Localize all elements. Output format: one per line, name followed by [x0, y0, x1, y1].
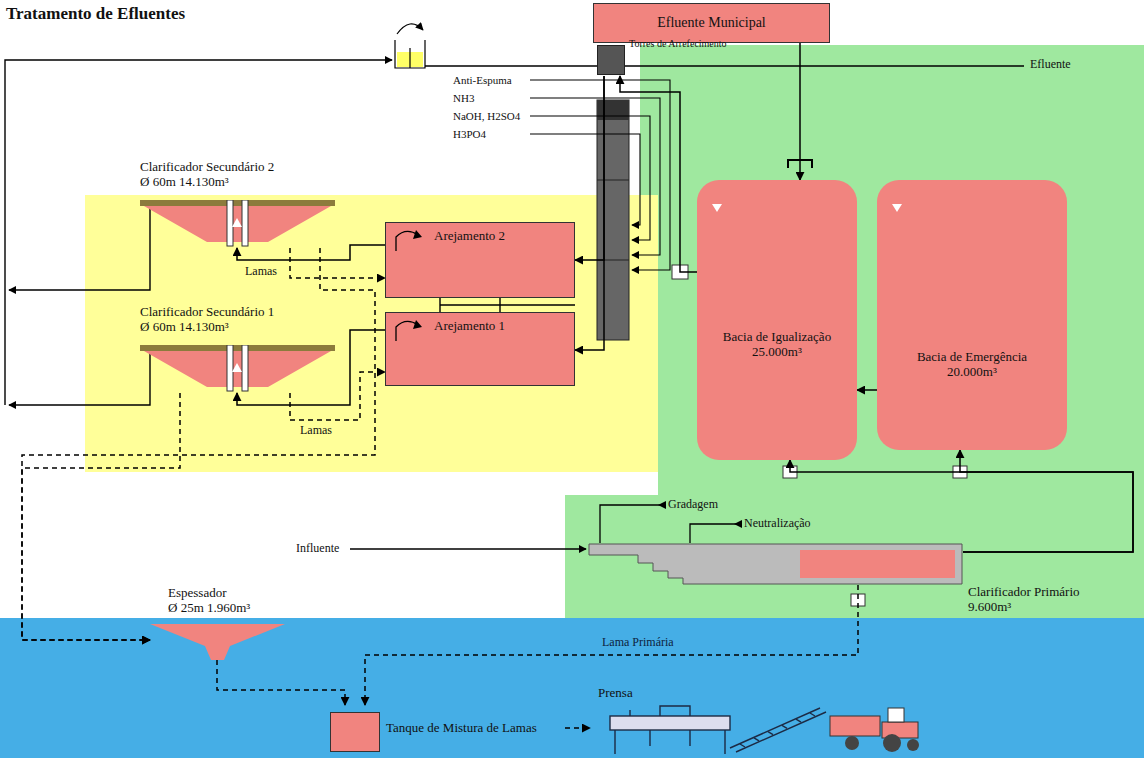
- text-group: Clarificador Primário9.600m³: [968, 585, 1080, 615]
- aer-node: Arejamento 2: [385, 222, 575, 298]
- text-group: Arejamento 2: [434, 229, 505, 244]
- blue-zone: [0, 618, 1144, 758]
- mixing-tank-symbol: [330, 712, 380, 752]
- node-title: Clarificador Primário: [968, 585, 1080, 600]
- flow-pipe: [960, 450, 1133, 552]
- aeration-divider: [440, 298, 575, 312]
- clarifier-tank: [140, 345, 335, 393]
- basin-node: Bacia de Igualização25.000m³: [697, 180, 857, 460]
- flow-pipe: [799, 43, 801, 180]
- tank-node: Tanque de Mistura de Lamas: [330, 705, 565, 753]
- flow-label: NH3: [453, 92, 474, 105]
- flow-arrow-symbol: [877, 180, 917, 220]
- node-title: Clarificador Secundário 2: [140, 160, 274, 175]
- text-group: Tanque de Mistura de Lamas: [386, 721, 537, 736]
- flow-label: Efluente: [1030, 58, 1071, 72]
- flow-pipe: [790, 460, 1133, 552]
- node-title: Arejamento 1: [434, 319, 505, 334]
- primary-clarifier-tank: [588, 543, 963, 585]
- flow-arrow-symbol: [697, 180, 737, 220]
- sludge-line: [565, 727, 590, 729]
- inlet-lines: [350, 505, 738, 549]
- sludge-line: [217, 660, 345, 705]
- flow-label: H3PO4: [453, 128, 486, 141]
- node-title: Prensa: [598, 686, 633, 701]
- node-title: Bacia de Emergência: [917, 350, 1027, 365]
- thickener-tank: [150, 624, 285, 660]
- aerator-symbol: [392, 317, 428, 343]
- clar-node: Clarificador Secundário 1Ø 60m 14.130m³: [140, 305, 335, 393]
- edge-label: Lamas: [243, 265, 279, 279]
- text-group: Prensa: [598, 686, 633, 701]
- flow-label: NaOH, H2SO4: [453, 110, 520, 123]
- diagram-title: Tratamento de Efluentes: [6, 4, 185, 24]
- text-group: Bacia de Emergência20.000m³: [877, 350, 1067, 380]
- edge-label: Lamas: [298, 424, 334, 438]
- flow-pipe: [575, 76, 604, 260]
- node-title: Bacia de Igualização: [723, 330, 831, 345]
- edge-label: Lama Primária: [600, 636, 676, 650]
- clar-node: Clarificador Secundário 2Ø 60m 14.130m³: [140, 160, 335, 248]
- box-node: Efluente Municipal: [593, 3, 830, 43]
- clarifier-tank: [140, 200, 335, 248]
- aer-node: Arejamento 1: [385, 312, 575, 386]
- cooling-tower-symbol: [597, 45, 625, 75]
- text-group: Arejamento 1: [434, 319, 505, 334]
- node-title: Clarificador Secundário 1: [140, 305, 274, 320]
- sludge-line: [22, 393, 180, 640]
- flow-pipe: [575, 76, 604, 350]
- node-detail: 20.000m³: [947, 365, 997, 380]
- flow-label: Anti-Espuma: [453, 74, 512, 87]
- node-detail: 25.000m³: [752, 345, 802, 360]
- basin-node: Bacia de Emergência20.000m³: [877, 180, 1067, 450]
- mixing-column: [597, 100, 629, 340]
- primary-node: Clarificador Primário9.600m³: [588, 543, 963, 585]
- node-title: Efluente Municipal: [657, 15, 765, 31]
- node-detail: 9.600m³: [968, 600, 1011, 615]
- sludge-line: [22, 248, 375, 640]
- text-group: EspessadorØ 25m 1.960m³: [168, 586, 250, 616]
- text-group: Torres de Arrefecimento: [629, 38, 727, 50]
- effluent-pipes: [5, 60, 1024, 405]
- yellow-zone: [85, 195, 658, 472]
- node-title: Torres de Arrefecimento: [629, 38, 727, 50]
- press-node: Prensa: [590, 686, 930, 756]
- flow-pipe: [620, 76, 697, 272]
- node-detail: Ø 60m 14.130m³: [140, 175, 229, 190]
- sludge-line: [365, 585, 858, 705]
- node-title: Espessador: [168, 586, 227, 601]
- sludge-line: [290, 248, 385, 278]
- aerator-symbol: [392, 227, 428, 253]
- text-group: Bacia de Igualização25.000m³: [697, 330, 857, 360]
- text-group: Clarificador Secundário 2Ø 60m 14.130m³: [140, 160, 274, 190]
- filter-press-drawing: [590, 686, 930, 756]
- flow-label: Neutralização: [744, 517, 811, 531]
- tower-node: Torres de Arrefecimento: [597, 38, 747, 76]
- text-group: Clarificador Secundário 1Ø 60m 14.130m³: [140, 305, 274, 335]
- node-title: Tanque de Mistura de Lamas: [386, 721, 537, 736]
- weir-symbol: [395, 24, 425, 68]
- flow-pipe: [857, 389, 877, 391]
- node-title: Arejamento 2: [434, 229, 505, 244]
- node-detail: Ø 25m 1.960m³: [168, 601, 250, 616]
- sludge-line: [290, 372, 385, 420]
- flow-pipe: [237, 245, 385, 260]
- flow-label: Gradagem: [668, 498, 718, 512]
- flow-label: Influente: [296, 542, 339, 556]
- node-detail: Ø 60m 14.130m³: [140, 320, 229, 335]
- text-group: Efluente Municipal: [594, 4, 829, 42]
- esp-node: EspessadorØ 25m 1.960m³: [150, 586, 285, 660]
